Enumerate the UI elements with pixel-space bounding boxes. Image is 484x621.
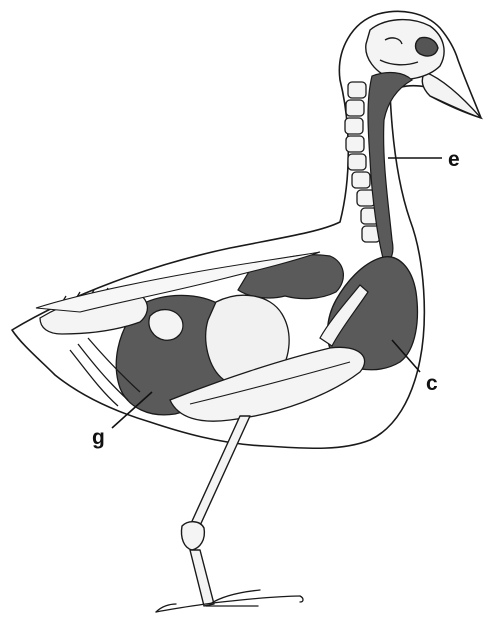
label-g: g: [92, 426, 105, 449]
label-c: c: [426, 372, 438, 395]
skull: [366, 20, 444, 80]
label-e: e: [448, 148, 460, 171]
foot: [156, 590, 303, 612]
